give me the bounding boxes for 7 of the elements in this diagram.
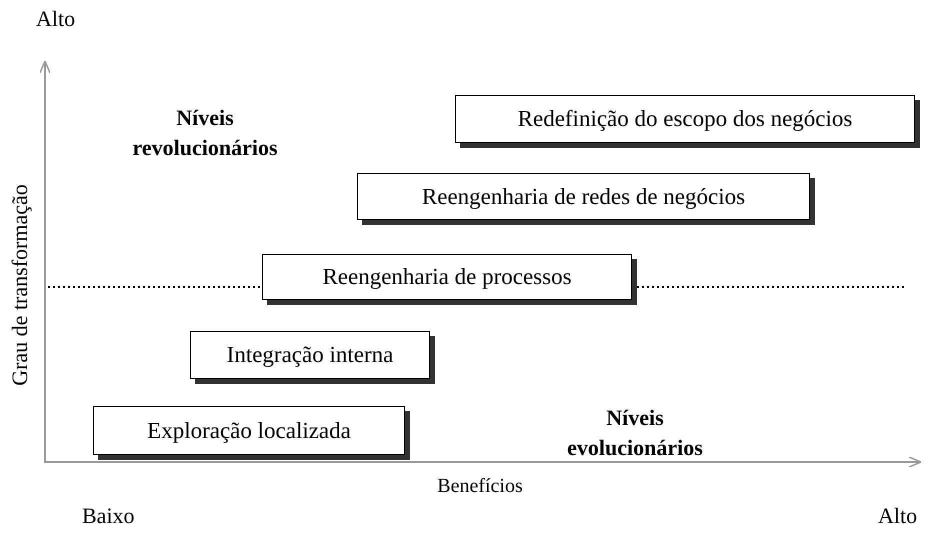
axis-end-label: Alto [878,503,918,529]
axis-title: Benefícios [436,475,524,498]
zone-label: Níveis evolucionários [566,404,704,462]
zone-label: Níveis revolucionários [131,104,279,162]
axis-title: Grau de transformação [7,183,33,388]
axis-end-label: Baixo [82,503,135,529]
axis-end-label: Alto [36,6,76,32]
